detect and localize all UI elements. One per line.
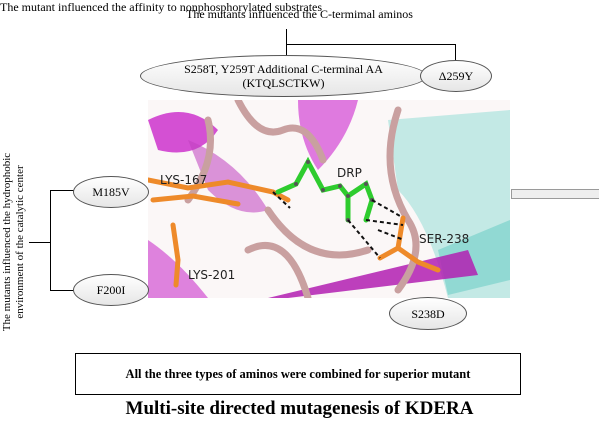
left-bracket-stem bbox=[29, 242, 51, 243]
summary-text: All the three types of aminos were combi… bbox=[125, 366, 471, 381]
figure-title: Multi-site directed mutagenesis of KDERA bbox=[125, 398, 474, 419]
bracket-stem bbox=[286, 29, 287, 44]
bracket-left-drop bbox=[286, 44, 287, 57]
lys201-label: LYS-201 bbox=[188, 268, 236, 282]
delta-259y-label: Δ259Y bbox=[438, 69, 474, 83]
ellipse-f200i: F200I bbox=[73, 274, 149, 306]
ellipse-delta-259y: Δ259Y bbox=[420, 60, 492, 92]
coil-loops bbox=[184, 100, 420, 298]
bracket-bar bbox=[286, 44, 455, 45]
sheet-bottom bbox=[268, 250, 478, 298]
f200i-label: F200I bbox=[96, 283, 126, 297]
drp-label: DRP bbox=[337, 166, 362, 180]
hydrophobic-note-line2: environment of the catalytic center bbox=[14, 165, 26, 319]
ellipse-s238d: S238D bbox=[389, 297, 467, 330]
summary-box: All the three types of aminos were combi… bbox=[75, 353, 521, 395]
ser238-residue bbox=[377, 215, 441, 273]
left-bracket-top bbox=[50, 190, 78, 191]
bracket-right-drop bbox=[455, 44, 456, 61]
left-bracket-bottom bbox=[50, 290, 78, 291]
c-terminal-line2: (KTQLSCTKW) bbox=[242, 76, 325, 90]
helix-top-left bbox=[148, 112, 218, 153]
protein-structure-image bbox=[148, 100, 510, 298]
helix-top-center bbox=[298, 100, 358, 170]
affinity-note: The mutant influenced the affinity to no… bbox=[0, 0, 323, 14]
m185v-label: M185V bbox=[92, 185, 130, 199]
side-bar-fragment bbox=[511, 189, 599, 199]
hydrogen-bonds bbox=[272, 191, 405, 259]
ellipse-c-terminal-additional: S258T, Y259T Additional C-terminal AA (K… bbox=[140, 55, 427, 97]
hydrophobic-note-line1: The mutants influenced the hydrophobic bbox=[1, 152, 13, 332]
c-terminal-line1: S258T, Y259T Additional C-terminal AA bbox=[184, 62, 383, 76]
lys167-residue bbox=[148, 177, 291, 207]
c-terminal-note: The mutants influenced the C-termimal am… bbox=[186, 7, 413, 21]
s238d-label: S238D bbox=[411, 306, 445, 321]
ser238-label: SER-238 bbox=[419, 232, 470, 246]
ellipse-m185v: M185V bbox=[73, 176, 149, 208]
lys167-label: LYS-167 bbox=[160, 173, 208, 187]
left-bracket-vertical bbox=[50, 190, 51, 291]
lys201-residue bbox=[170, 222, 181, 288]
